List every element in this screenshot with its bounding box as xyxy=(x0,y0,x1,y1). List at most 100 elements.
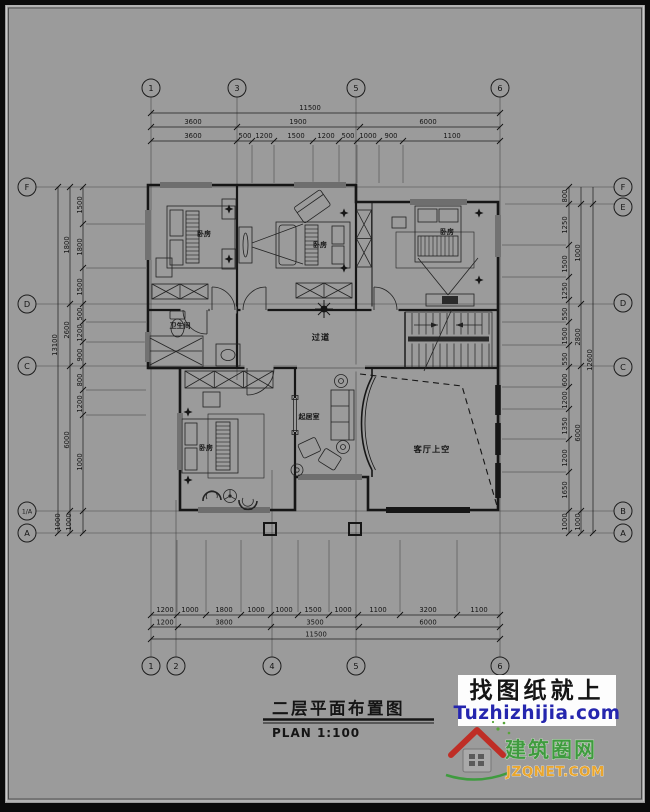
grid-bubble-label: 5 xyxy=(353,83,358,93)
terrace-columns xyxy=(263,522,362,536)
grid-bubble-top-6: 6 xyxy=(490,78,510,98)
grid-bubble-left-F: F xyxy=(17,177,37,197)
chairs-and-table xyxy=(202,489,258,511)
dim-value: 1000 xyxy=(334,606,351,614)
grid-bubble-label: 4 xyxy=(269,661,274,671)
dim-value: 1000 xyxy=(574,513,582,530)
site-logo: 建筑圈网 JZQNET.COM xyxy=(445,720,605,781)
dim-value: 1000 xyxy=(359,132,376,140)
grid-bubble-label: 6 xyxy=(497,83,502,93)
rug xyxy=(207,413,265,479)
dim-value: 1500 xyxy=(561,255,569,272)
staircase xyxy=(404,308,493,372)
dim-value: 1000 xyxy=(247,606,264,614)
dim-value: 1200 xyxy=(561,449,569,466)
dim-value: 3800 xyxy=(215,619,232,627)
dim-value: 11500 xyxy=(299,104,321,112)
logo-site-url: JZQNET.COM xyxy=(505,764,605,780)
grid-bubble-label: 3 xyxy=(234,83,239,93)
void-dashed-line xyxy=(359,373,498,507)
dimensions-bottom: 1200 1000 1800 1000 1000 1500 1000 1100 … xyxy=(156,606,487,639)
room-label-void: 客厅上空 xyxy=(413,444,451,454)
grid-bubble-label: 6 xyxy=(497,661,502,671)
dim-value: 1000 xyxy=(574,244,582,261)
dim-value: 1500 xyxy=(304,606,321,614)
room-label-bedroom2: 卧房 xyxy=(313,240,327,249)
dim-value: 1000 xyxy=(76,453,84,470)
bedroom4-furniture xyxy=(181,391,265,511)
dim-value: 1100 xyxy=(443,132,460,140)
sofa xyxy=(330,389,355,441)
dim-value: 1650 xyxy=(561,481,569,498)
dim-value: 1000 xyxy=(561,513,569,530)
shower-icon xyxy=(149,335,204,368)
grid-bubble-label: C xyxy=(24,361,30,371)
dim-value: 1350 xyxy=(561,417,569,434)
grid-axis-lines xyxy=(36,97,614,657)
dim-value: 500 xyxy=(76,308,84,321)
grid-bubble-bottom-5: 5 xyxy=(346,656,366,676)
dim-value: 1200 xyxy=(156,606,173,614)
dim-value: 600 xyxy=(561,374,569,387)
grid-bubble-label: D xyxy=(620,298,626,308)
bed xyxy=(181,418,239,474)
grid-bubbles: 1 3 5 6 1 2 4 5 6 F D C 1/A A F E D C B … xyxy=(17,78,633,676)
dim-value: 500 xyxy=(342,132,355,140)
grid-bubble-label: C xyxy=(620,362,626,372)
grid-bubble-label: A xyxy=(620,528,626,538)
room-label-sitting: 起居室 xyxy=(298,412,320,421)
grid-bubble-right-E: E xyxy=(613,197,633,217)
rug xyxy=(395,231,475,269)
dim-value: 1500 xyxy=(287,132,304,140)
dim-value: 6000 xyxy=(574,424,582,441)
toilet-bowl-icon xyxy=(170,318,185,338)
dim-value: 1200 xyxy=(76,395,84,412)
pocket-door xyxy=(291,395,299,435)
windows xyxy=(144,181,502,514)
bedroom1-furniture xyxy=(155,198,237,278)
title-block: 二层平面布置图 PLAN 1:100 xyxy=(263,698,434,740)
bedroom3-furniture xyxy=(391,205,484,307)
grid-bubble-label: 1 xyxy=(148,83,153,93)
bathroom-fixtures xyxy=(149,310,241,368)
bed xyxy=(414,205,462,263)
grid-bubble-left-D: D xyxy=(17,294,37,314)
watermark-background xyxy=(458,675,616,726)
grid-bubble-label: 5 xyxy=(353,661,358,671)
grid-bubble-bottom-4: 4 xyxy=(262,656,282,676)
grid-bubble-top-1: 1 xyxy=(141,78,161,98)
sparkle-dots xyxy=(491,720,511,735)
dim-value: 1800 xyxy=(76,238,84,255)
house-icon xyxy=(445,720,511,781)
sitting-room-furniture xyxy=(290,374,355,477)
dim-value: 1250 xyxy=(561,282,569,299)
dim-value: 1200 xyxy=(317,132,334,140)
dim-value: 3600 xyxy=(184,132,201,140)
dim-value: 1900 xyxy=(289,118,306,126)
dim-value: 900 xyxy=(385,132,398,140)
dimensions-left: 13100 1800 2600 6000 1500 1800 1500 500 … xyxy=(51,196,84,530)
dim-value: 550 xyxy=(561,308,569,321)
dim-value: 1100 xyxy=(470,606,487,614)
grid-bubble-label: F xyxy=(621,182,626,192)
dimension-ticks xyxy=(54,109,597,643)
grid-bubble-label: 2 xyxy=(173,661,178,671)
dim-value: 500 xyxy=(239,132,252,140)
logo-name: 建筑圈网 xyxy=(505,738,597,762)
dim-value: 1500 xyxy=(76,196,84,213)
sink-icon xyxy=(220,349,236,361)
dim-value: 12600 xyxy=(586,349,594,371)
sink-counter xyxy=(215,343,241,367)
drawing-title: 二层平面布置图 xyxy=(272,698,405,718)
grid-bubble-right-F: F xyxy=(613,177,633,197)
dim-value: 800 xyxy=(561,190,569,203)
grid-bubble-label: 1 xyxy=(148,661,153,671)
tv-cabinet xyxy=(425,293,475,307)
drawing-scale: PLAN 1:100 xyxy=(272,726,360,740)
dim-value: 6000 xyxy=(419,118,436,126)
extension-lines xyxy=(86,145,566,612)
bed xyxy=(166,205,236,269)
dim-value: 11500 xyxy=(305,631,327,639)
grid-bubble-label: 1/A xyxy=(22,509,33,516)
grid-bubble-left-A: A xyxy=(17,523,37,543)
